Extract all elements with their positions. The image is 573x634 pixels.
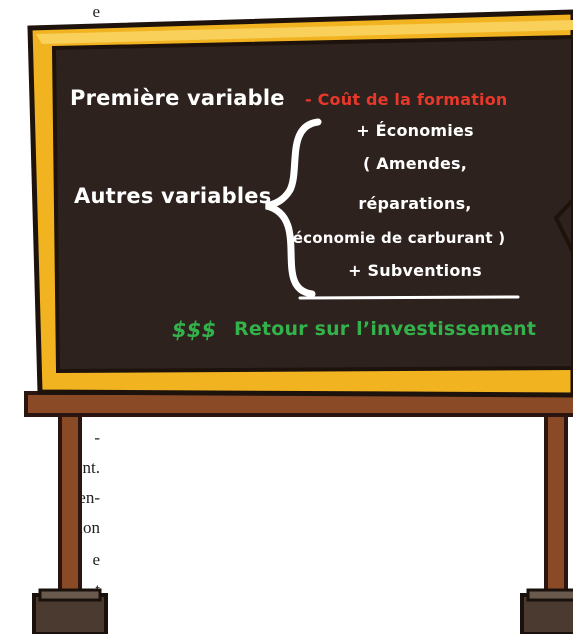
other-variables-label: Autres variables: [74, 184, 272, 208]
text-fragment: e: [92, 2, 100, 21]
subsidies-text: + Subventions: [348, 261, 482, 280]
text-fragment: e: [92, 550, 100, 569]
first-variable-label: Première variable: [70, 86, 285, 110]
chalkboard-surface: [51, 34, 573, 374]
right-leg: [544, 403, 568, 607]
curly-brace: [265, 118, 322, 298]
savings-text: + Économies: [356, 121, 474, 140]
fuel-savings-text: économie de carburant ): [292, 229, 506, 247]
text-fragment: en-: [78, 488, 100, 507]
fines-text: ( Amendes,: [362, 154, 468, 173]
text-fragment: -: [94, 428, 100, 447]
sum-line: [298, 295, 520, 300]
roi-symbol: $$$: [172, 318, 217, 342]
repairs-text: réparations,: [358, 194, 472, 213]
roi-text: Retour sur l’investissement: [234, 318, 537, 340]
training-cost-text: - Coût de la formation: [305, 90, 508, 109]
text-fragment: ion: [78, 518, 100, 537]
left-leg: [58, 403, 82, 607]
